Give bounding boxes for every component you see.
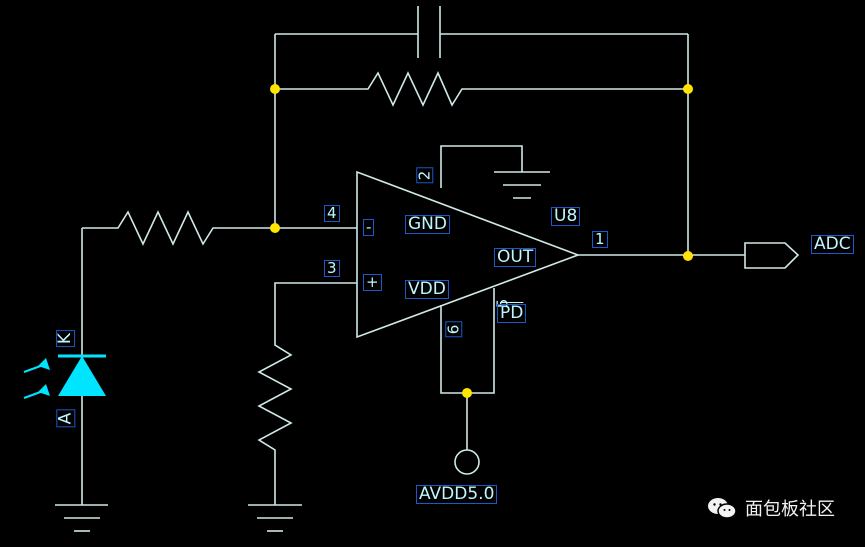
op-amp-body <box>356 170 745 339</box>
supply-net-label: AVDD5.0 <box>415 484 498 504</box>
watermark-text: 面包板社区 <box>745 499 835 520</box>
out-pin-name: OUT <box>493 247 537 267</box>
diode-ground <box>55 504 108 532</box>
pd-pin-name: PD <box>496 303 527 323</box>
junction-dots <box>270 84 693 398</box>
bias-resistor <box>257 282 357 505</box>
pin-1-label: 1 <box>592 230 608 248</box>
wechat-icon <box>708 498 737 519</box>
noninverting-input-symbol: + <box>363 273 382 291</box>
pin-2-label: 2 <box>415 167 434 184</box>
component-ref: U8 <box>550 206 581 226</box>
inverting-input-symbol: - <box>362 218 375 236</box>
pin-3-label: 3 <box>324 259 340 277</box>
opamp-ground <box>440 145 550 199</box>
photodiode <box>23 354 106 505</box>
vdd-pin-name: VDD <box>405 279 449 299</box>
adc-port <box>744 242 800 269</box>
diode-cathode-label: K <box>55 330 76 347</box>
watermark: 面包板社区 <box>707 495 835 521</box>
diode-anode-label: A <box>55 409 76 428</box>
pin-6-label: 6 <box>444 321 463 338</box>
supply-connection <box>440 288 495 475</box>
adc-net-label: ADC <box>811 234 854 254</box>
pin-4-label: 4 <box>324 204 340 222</box>
gnd-pin-name: GND <box>405 214 450 234</box>
bias-ground <box>248 504 302 532</box>
feedback-capacitor <box>274 6 689 256</box>
feedback-resistor <box>275 71 688 107</box>
input-resistor <box>81 210 357 356</box>
